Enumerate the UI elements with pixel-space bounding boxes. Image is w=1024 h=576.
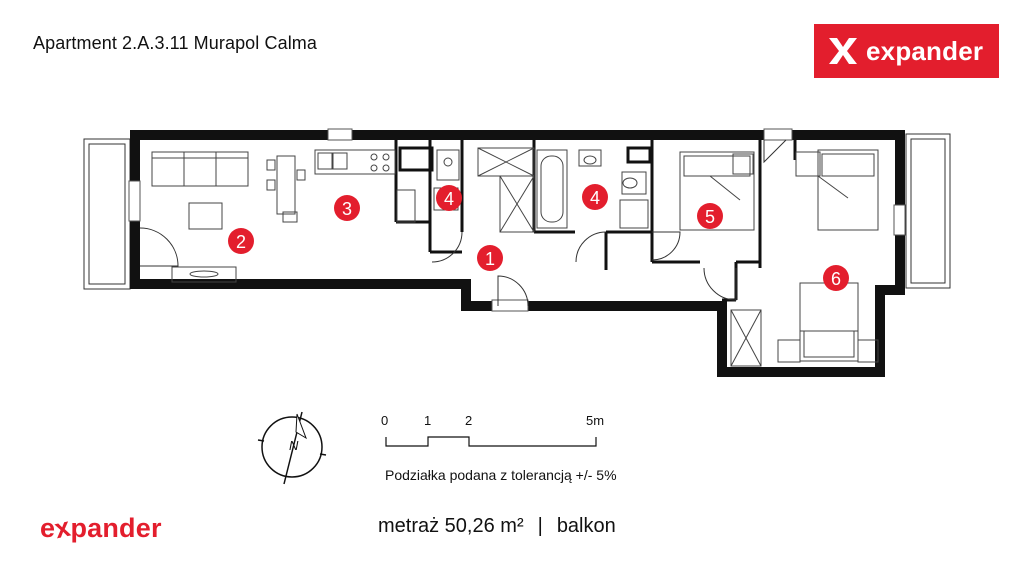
brand-logo-box[interactable]: expander — [814, 24, 999, 78]
brand-x-icon — [829, 38, 857, 64]
room-marker-4-bath: 4 — [582, 184, 608, 210]
scale-tick-5m: 5m — [586, 413, 605, 428]
room-number: 6 — [831, 269, 841, 289]
room-marker-4-wc: 4 — [436, 185, 462, 211]
interior-walls — [394, 140, 797, 302]
logo-prefix: e — [40, 513, 56, 543]
scale-tick-2: 2 — [465, 413, 473, 428]
room-number: 5 — [705, 207, 715, 227]
room-marker-3: 3 — [334, 195, 360, 221]
compass-icon: N — [257, 411, 327, 485]
room-number: 4 — [590, 188, 600, 208]
area-separator: | — [537, 515, 543, 537]
footer-logo[interactable]: expander — [40, 512, 162, 545]
area-summary: metraż 50,26 m² | balkon — [378, 515, 616, 538]
room-number: 1 — [485, 249, 495, 269]
balcony-left — [83, 138, 131, 290]
compass-north-label: N — [289, 438, 299, 453]
room-number: 3 — [342, 199, 352, 219]
logo-suffix: pander — [70, 513, 162, 543]
room-marker-2: 2 — [228, 228, 254, 254]
scale-tick-0: 0 — [381, 413, 389, 428]
room-marker-1: 1 — [477, 245, 503, 271]
area-value: metraż 50,26 m² — [378, 515, 524, 537]
windows — [128, 128, 906, 312]
balcony-right — [905, 133, 951, 289]
door-swings — [139, 139, 787, 307]
room-marker-6: 6 — [823, 265, 849, 291]
brand-name: expander — [866, 35, 984, 66]
furniture — [151, 146, 879, 367]
room-number: 2 — [236, 232, 246, 252]
scale-tolerance-note: Podziałka podana z tolerancją +/- 5% — [385, 467, 617, 483]
room-number: 4 — [444, 189, 454, 209]
feature-label: balkon — [556, 515, 616, 537]
page-title: Apartment 2.A.3.11 Murapol Calma — [33, 33, 318, 53]
scale-bar — [385, 436, 597, 447]
room-marker-5: 5 — [697, 203, 723, 229]
outer-wall — [130, 130, 905, 377]
scale-tick-1: 1 — [424, 413, 432, 428]
